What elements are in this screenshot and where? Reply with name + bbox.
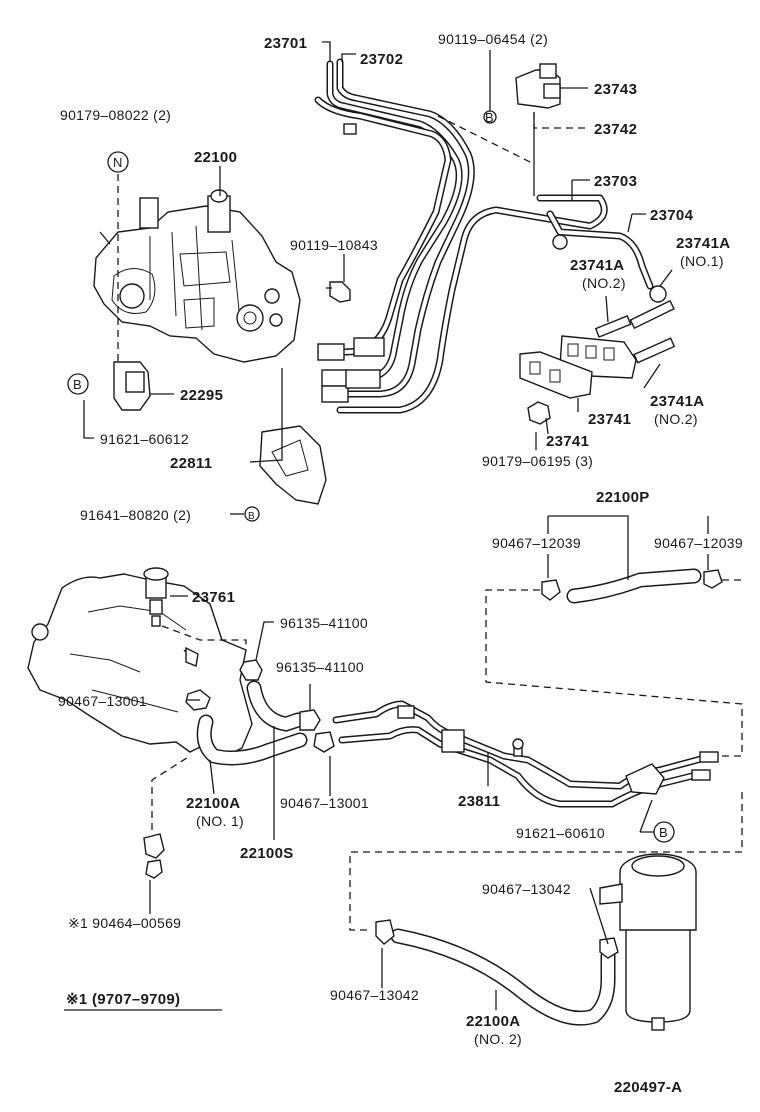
label-23741a-no2-top: 23741A <box>570 257 624 274</box>
svg-text:B: B <box>73 377 82 392</box>
leader-lines-bottom <box>149 515 709 1010</box>
label-90467-12039-left: 90467–12039 <box>492 535 581 551</box>
svg-text:B: B <box>659 825 668 840</box>
label-23701: 23701 <box>264 35 307 52</box>
label-96135-41100-b: 96135–41100 <box>276 659 364 675</box>
label-22100: 22100 <box>194 149 237 166</box>
svg-text:N: N <box>113 155 122 170</box>
diagram-id: 220497-A <box>614 1079 682 1096</box>
label-22100a-no2-sub: (NO. 2) <box>474 1031 522 1047</box>
ref-marker-b-icon: B <box>67 373 89 395</box>
footnote-text: ※1 (9707–9709) <box>66 991 180 1008</box>
svg-text:B: B <box>485 110 494 125</box>
bolt-90119-10843 <box>326 281 351 303</box>
label-23741a-no2-bot: 23741A <box>650 393 704 410</box>
pin-23741a <box>594 299 676 364</box>
fuel-filter <box>599 853 697 1031</box>
label-22295: 22295 <box>180 387 223 404</box>
label-22811: 22811 <box>170 455 212 472</box>
label-23703: 23703 <box>594 173 637 190</box>
label-91621-60610: 91621–60610 <box>516 825 605 841</box>
hose-22100a-no1 <box>196 714 308 766</box>
label-23761: 23761 <box>192 589 235 606</box>
leader-lines-top <box>83 41 673 515</box>
label-22100p: 22100P <box>596 489 650 506</box>
label-23741a-no2-top-sub: (NO.2) <box>582 275 626 291</box>
label-96135-41100-a: 96135–41100 <box>280 615 368 631</box>
label-22100a-no1: 22100A <box>186 795 240 812</box>
washer-icon: B <box>244 506 260 522</box>
pipe-clamp-23741 <box>519 335 637 399</box>
clip-90464-00569 <box>143 833 165 879</box>
injection-pump <box>93 189 301 363</box>
injection-pipes <box>314 58 667 414</box>
label-90467-13001-a: 90467–13001 <box>58 693 147 709</box>
hose-22100s <box>246 680 306 732</box>
label-90467-13042-a: 90467–13042 <box>482 881 571 897</box>
label-91641-80820: 91641–80820 (2) <box>80 507 191 523</box>
label-90464-00569: ※1 90464–00569 <box>68 915 181 931</box>
label-23742: 23742 <box>594 121 637 138</box>
label-90467-13042-b: 90467–13042 <box>330 987 419 1003</box>
bracket-22811 <box>259 425 327 505</box>
hose-clamp-96135-41100 <box>239 659 335 753</box>
fuel-line-23811 <box>332 700 719 808</box>
label-23743: 23743 <box>594 81 637 98</box>
label-23741-b: 23741 <box>546 433 589 450</box>
leader-dashed-22100p <box>485 589 743 757</box>
fitting-23761 <box>143 567 169 627</box>
nut-90179-06195 <box>527 401 551 425</box>
ref-marker-b-icon: B <box>653 821 675 843</box>
label-22100s: 22100S <box>240 845 294 862</box>
label-23741a-no1: 23741A <box>676 235 730 252</box>
ref-marker-b-icon: B <box>483 110 497 125</box>
svg-text:B: B <box>248 511 255 522</box>
label-23741a-no1-sub: (NO.1) <box>680 253 724 269</box>
label-22100a-no2: 22100A <box>466 1013 520 1030</box>
label-23704: 23704 <box>650 207 694 224</box>
label-90119-06454: 90119–06454 (2) <box>438 31 548 47</box>
label-91621-60612: 91621–60612 <box>100 431 189 447</box>
fitting-small <box>185 646 199 667</box>
hose-22100p <box>541 568 723 604</box>
leader-dashed-23761 <box>161 625 247 650</box>
part-labels: 23701 23702 90119–06454 (2) 23743 23742 … <box>58 31 743 1096</box>
leader-dashed-90464 <box>151 755 191 830</box>
bracket-22295 <box>113 361 151 411</box>
ref-marker-n-icon: N <box>107 151 129 173</box>
label-23811: 23811 <box>458 793 500 810</box>
label-90179-08022: 90179–08022 (2) <box>60 107 171 123</box>
label-22100a-no1-sub: (NO. 1) <box>196 813 244 829</box>
hose-22100a-no2 <box>375 919 619 1026</box>
leader-dashed-22100a-no2 <box>349 792 743 931</box>
label-90179-06195: 90179–06195 (3) <box>482 453 593 469</box>
leader-dashed-clamp <box>437 115 535 165</box>
label-23741a-no2-bot-sub: (NO.2) <box>654 411 698 427</box>
label-23702: 23702 <box>360 51 403 68</box>
label-90119-10843: 90119–10843 <box>290 237 378 253</box>
label-23741-a: 23741 <box>588 411 631 428</box>
label-90467-13001-b: 90467–13001 <box>280 795 369 811</box>
label-90467-12039-right: 90467–12039 <box>654 535 743 551</box>
pipe-clamp-23743 <box>515 63 561 109</box>
